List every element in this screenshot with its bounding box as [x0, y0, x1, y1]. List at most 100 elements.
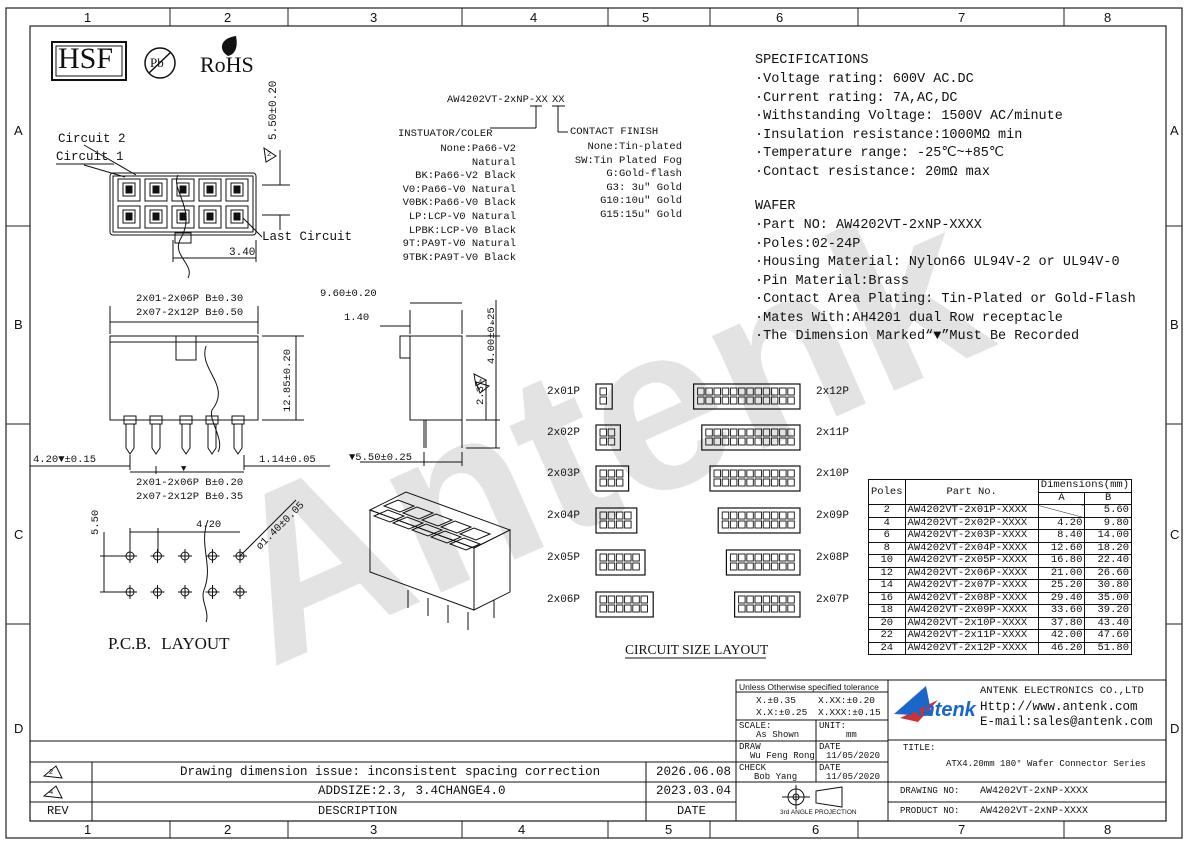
column-label: 7: [958, 10, 966, 25]
revision-mark: 4: [478, 379, 483, 387]
circuit2-label: Circuit 2: [58, 132, 126, 146]
date-header: DATE: [677, 804, 706, 818]
check-date: 11/05/2020: [826, 772, 881, 782]
table-cell-b: 5.60: [1084, 504, 1132, 518]
column-label: 2: [224, 822, 232, 837]
contact-finish-header: CONTACT FINISH: [570, 126, 659, 138]
spec-item: ·Insulation resistance:1000MΩ min: [755, 127, 1023, 143]
contact-option: G15:15u" Gold: [600, 208, 682, 221]
column-label: 8: [1104, 822, 1112, 837]
table-header: B: [1084, 491, 1132, 505]
row-label: B: [1170, 317, 1179, 332]
table-cell-poles: 2: [868, 504, 906, 518]
revision-mark: 4: [49, 789, 54, 797]
wafer-item: ·Housing Material: Nylon66 UL94V-2 or UL…: [755, 255, 1120, 270]
contact-cavity: [410, 523, 444, 537]
dim-label: 4.20: [196, 519, 222, 531]
product-no-label: PRODUCT NO:: [900, 806, 960, 816]
table-cell-part: AW4202VT-2x11P-XXXX: [904, 629, 1039, 643]
scale-label: SCALE:: [739, 721, 772, 731]
contact-option: G3: 3u" Gold: [606, 181, 682, 194]
table-cell-part: AW4202VT-2x06P-XXXX: [904, 566, 1039, 580]
contact-cavity: [117, 205, 141, 229]
contact-cavity: [448, 537, 482, 551]
connector-outline: [725, 549, 801, 576]
column-label: 4: [518, 822, 526, 837]
pb-free-icon: [144, 47, 176, 79]
date-label: DATE: [819, 742, 841, 752]
company-email: E-mail:sales@antenk.com: [980, 715, 1153, 729]
rev-header: REV: [47, 804, 69, 818]
column-label: 8: [1104, 10, 1112, 25]
connector-outline: [692, 383, 801, 410]
connector-outline: [595, 507, 638, 534]
table-header: Part No.: [904, 479, 1039, 505]
circuit-size-label: 2x03P: [547, 468, 581, 480]
pb-logo-text: Pb: [150, 55, 164, 70]
connector-outline: [701, 424, 801, 451]
tolerance: X.XX:±0.20: [818, 695, 876, 706]
tolerance: X.XXX:±0.15: [818, 707, 881, 718]
revision-triangle: [263, 146, 277, 163]
column-label: 2: [224, 10, 232, 25]
table-cell-poles: 12: [868, 566, 906, 580]
wafer-item: ·Poles:02-24P: [755, 236, 861, 252]
contact-cavity: [198, 178, 222, 202]
dim-label: 2x01-2x06P B±0.30: [136, 293, 244, 305]
insulator-header: INSTUATOR/COLER: [398, 128, 493, 140]
connector-outline: [717, 507, 801, 534]
insulator-option: None:Pa66-V2 Natural: [440, 143, 516, 169]
title-label: TITLE:: [903, 743, 936, 753]
table-cell-part: AW4202VT-2x04P-XXXX: [904, 541, 1039, 555]
contact-cavity: [391, 516, 425, 530]
spec-item: ·Voltage rating: 600V AC.DC: [755, 72, 974, 87]
revision-mark: 4: [490, 320, 495, 328]
table-cell-poles: 24: [868, 641, 906, 655]
table-cell-poles: 8: [868, 541, 906, 555]
table-cell-a: 8.40: [1037, 529, 1086, 543]
wafer-list: ·Part NO: AW4202VT-2xNP-XXXX ·Poles:02-2…: [755, 217, 1136, 347]
isometric-view: [368, 491, 512, 630]
dim-label: 1.14±0.05: [259, 454, 316, 466]
pin: [125, 424, 135, 455]
drawing-no-label: DRAWING NO:: [900, 786, 960, 796]
circuit-size-label: 2x11P: [816, 427, 850, 439]
revision-date: 2023.03.04: [656, 784, 732, 798]
circuit-size-label: 2x12P: [816, 386, 850, 398]
table-cell-part: AW4202VT-2x10P-XXXX: [904, 616, 1039, 630]
table-cell-a: 12.60: [1037, 541, 1086, 555]
pin: [151, 424, 161, 455]
table-cell-b: 35.00: [1084, 591, 1132, 605]
dim-label: 12.85±0.20: [282, 348, 294, 412]
table-cell-a: 4.20: [1037, 516, 1086, 530]
rohs-logo-text: RoHS: [200, 52, 254, 77]
row-label: A: [1170, 123, 1179, 138]
table-cell-part: AW4202VT-2x07P-XXXX: [904, 579, 1039, 593]
wafer-item: ·Part NO: AW4202VT-2xNP-XXXX: [755, 218, 982, 233]
table-cell-b: 26.60: [1084, 566, 1132, 580]
table-cell-a: 42.00: [1037, 629, 1086, 643]
contact-cavity: [171, 178, 195, 202]
contact-cavity: [382, 499, 416, 513]
contact-cavity: [171, 205, 195, 229]
row-label: C: [14, 527, 24, 542]
side-view-left: [30, 306, 330, 474]
projection-label: 3rd ANGLE PROJECTION: [780, 809, 857, 816]
table-header: Poles: [868, 479, 906, 505]
table-cell-b: 43.40: [1084, 616, 1132, 630]
connector-outline: [595, 383, 613, 410]
table-cell-a: 16.80: [1037, 554, 1086, 568]
contact-finish-options: None:Tin-plated SW:Tin Plated Fog G:Gold…: [560, 141, 682, 223]
connector-outline: [595, 465, 630, 492]
table-cell-part: AW4202VT-2x12P-XXXX: [904, 641, 1039, 655]
insulator-options: None:Pa66-V2 Natural BK:Pa66-V2 Black V0…: [398, 143, 516, 265]
table-cell-poles: 22: [868, 629, 906, 643]
column-label: 1: [84, 10, 92, 25]
